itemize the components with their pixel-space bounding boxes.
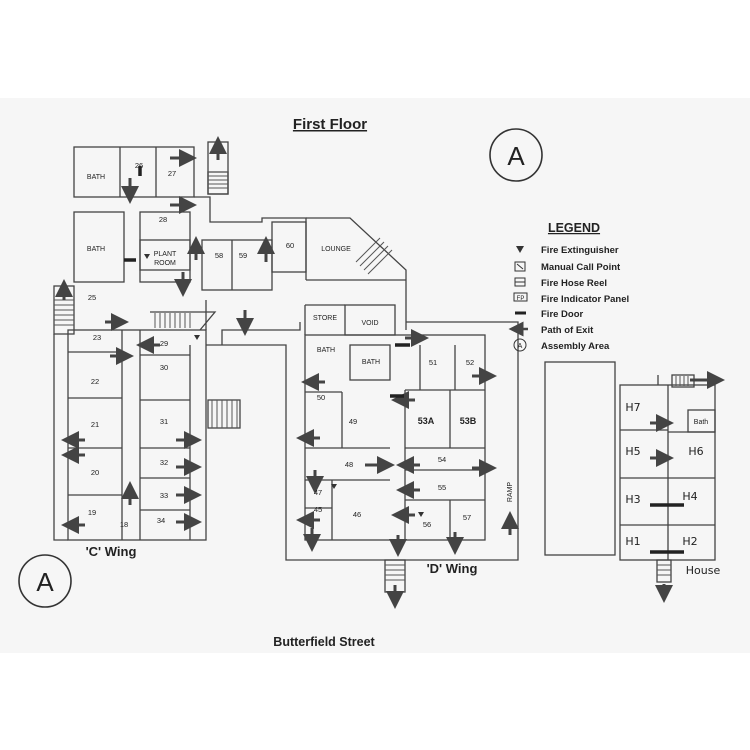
svg-text:19: 19 <box>88 508 96 517</box>
svg-text:55: 55 <box>438 483 446 492</box>
legend-label: Manual Call Point <box>541 262 621 273</box>
svg-text:27: 27 <box>168 169 176 178</box>
svg-text:BATH: BATH <box>317 347 335 354</box>
fire-doors <box>124 166 684 554</box>
hose-reel-icon <box>514 277 526 287</box>
street-label: Butterfield Street <box>273 635 375 649</box>
svg-text:32: 32 <box>160 458 168 467</box>
svg-text:23: 23 <box>93 333 101 342</box>
svg-text:LOUNGE: LOUNGE <box>321 246 351 253</box>
svg-text:28: 28 <box>159 215 167 224</box>
svg-text:H2: H2 <box>682 535 697 548</box>
svg-text:46: 46 <box>353 510 361 519</box>
legend: LEGEND Fire Extinguisher Manual Call Poi… <box>508 221 629 352</box>
svg-text:BATH: BATH <box>87 246 105 253</box>
svg-text:48: 48 <box>345 460 353 469</box>
svg-text:34: 34 <box>157 516 165 525</box>
c-wing-label: 'C' Wing <box>86 544 137 559</box>
svg-text:House: House <box>686 564 721 577</box>
svg-text:A: A <box>518 343 523 350</box>
call-point-icon <box>514 261 526 272</box>
svg-text:20: 20 <box>91 468 99 477</box>
stair-hatching <box>54 171 689 581</box>
svg-text:50: 50 <box>317 393 325 402</box>
svg-text:22: 22 <box>91 377 99 386</box>
page-title: First Floor <box>293 116 367 133</box>
svg-text:PLANT: PLANT <box>154 251 177 258</box>
fire-extinguisher-markers <box>144 254 424 517</box>
house-labels: H7 H5 H6 H3 H4 H1 H2 Bath House <box>625 401 720 577</box>
assembly-area-marker-top: A <box>489 128 543 182</box>
svg-text:H3: H3 <box>625 493 640 506</box>
assembly-area-icon: A <box>513 338 527 352</box>
svg-text:A: A <box>507 141 525 171</box>
svg-text:53A: 53A <box>418 416 435 426</box>
svg-text:ROOM: ROOM <box>154 260 176 267</box>
svg-text:51: 51 <box>429 358 437 367</box>
svg-text:29: 29 <box>160 339 168 348</box>
building-walls <box>53 141 716 593</box>
legend-heading: LEGEND <box>548 221 600 235</box>
svg-text:60: 60 <box>286 241 294 250</box>
svg-text:26: 26 <box>135 161 143 170</box>
svg-text:52: 52 <box>466 358 474 367</box>
svg-text:A: A <box>36 567 54 597</box>
svg-text:H6: H6 <box>688 445 703 458</box>
legend-label: Assembly Area <box>541 341 610 352</box>
svg-text:18: 18 <box>120 520 128 529</box>
room-labels: BATH BATH BATH BATH PLANT ROOM LOUNGE ST… <box>87 161 514 529</box>
svg-text:49: 49 <box>349 417 357 426</box>
svg-text:30: 30 <box>160 363 168 372</box>
indicator-panel-icon: FP <box>513 292 528 302</box>
legend-label: Fire Door <box>541 309 584 320</box>
svg-text:H5: H5 <box>625 445 640 458</box>
svg-text:31: 31 <box>160 417 168 426</box>
svg-text:H1: H1 <box>625 535 640 548</box>
svg-text:47: 47 <box>314 488 322 497</box>
svg-text:56: 56 <box>423 520 431 529</box>
assembly-area-marker-left: A <box>18 554 72 608</box>
svg-text:58: 58 <box>215 251 223 260</box>
svg-text:H4: H4 <box>682 490 697 503</box>
svg-text:H7: H7 <box>625 401 640 414</box>
svg-text:VOID: VOID <box>361 320 378 327</box>
extinguisher-icon <box>516 246 524 253</box>
svg-text:Bath: Bath <box>694 419 709 426</box>
legend-label: Path of Exit <box>541 325 594 336</box>
legend-label: Fire Extinguisher <box>541 245 619 256</box>
svg-text:59: 59 <box>239 251 247 260</box>
svg-text:45: 45 <box>314 505 322 514</box>
d-wing-label: 'D' Wing <box>427 561 478 576</box>
svg-text:33: 33 <box>160 491 168 500</box>
svg-text:53B: 53B <box>460 416 477 426</box>
svg-text:54: 54 <box>438 455 446 464</box>
svg-text:STORE: STORE <box>313 315 337 322</box>
legend-label: Fire Hose Reel <box>541 278 607 289</box>
svg-text:BATH: BATH <box>362 359 380 366</box>
svg-text:57: 57 <box>463 513 471 522</box>
legend-label: Fire Indicator Panel <box>541 294 629 305</box>
svg-text:FP: FP <box>517 296 525 302</box>
svg-text:21: 21 <box>91 420 99 429</box>
svg-text:RAMP: RAMP <box>507 482 514 503</box>
svg-text:BATH: BATH <box>87 174 105 181</box>
exit-path-arrows <box>55 136 725 609</box>
svg-text:25: 25 <box>88 293 96 302</box>
